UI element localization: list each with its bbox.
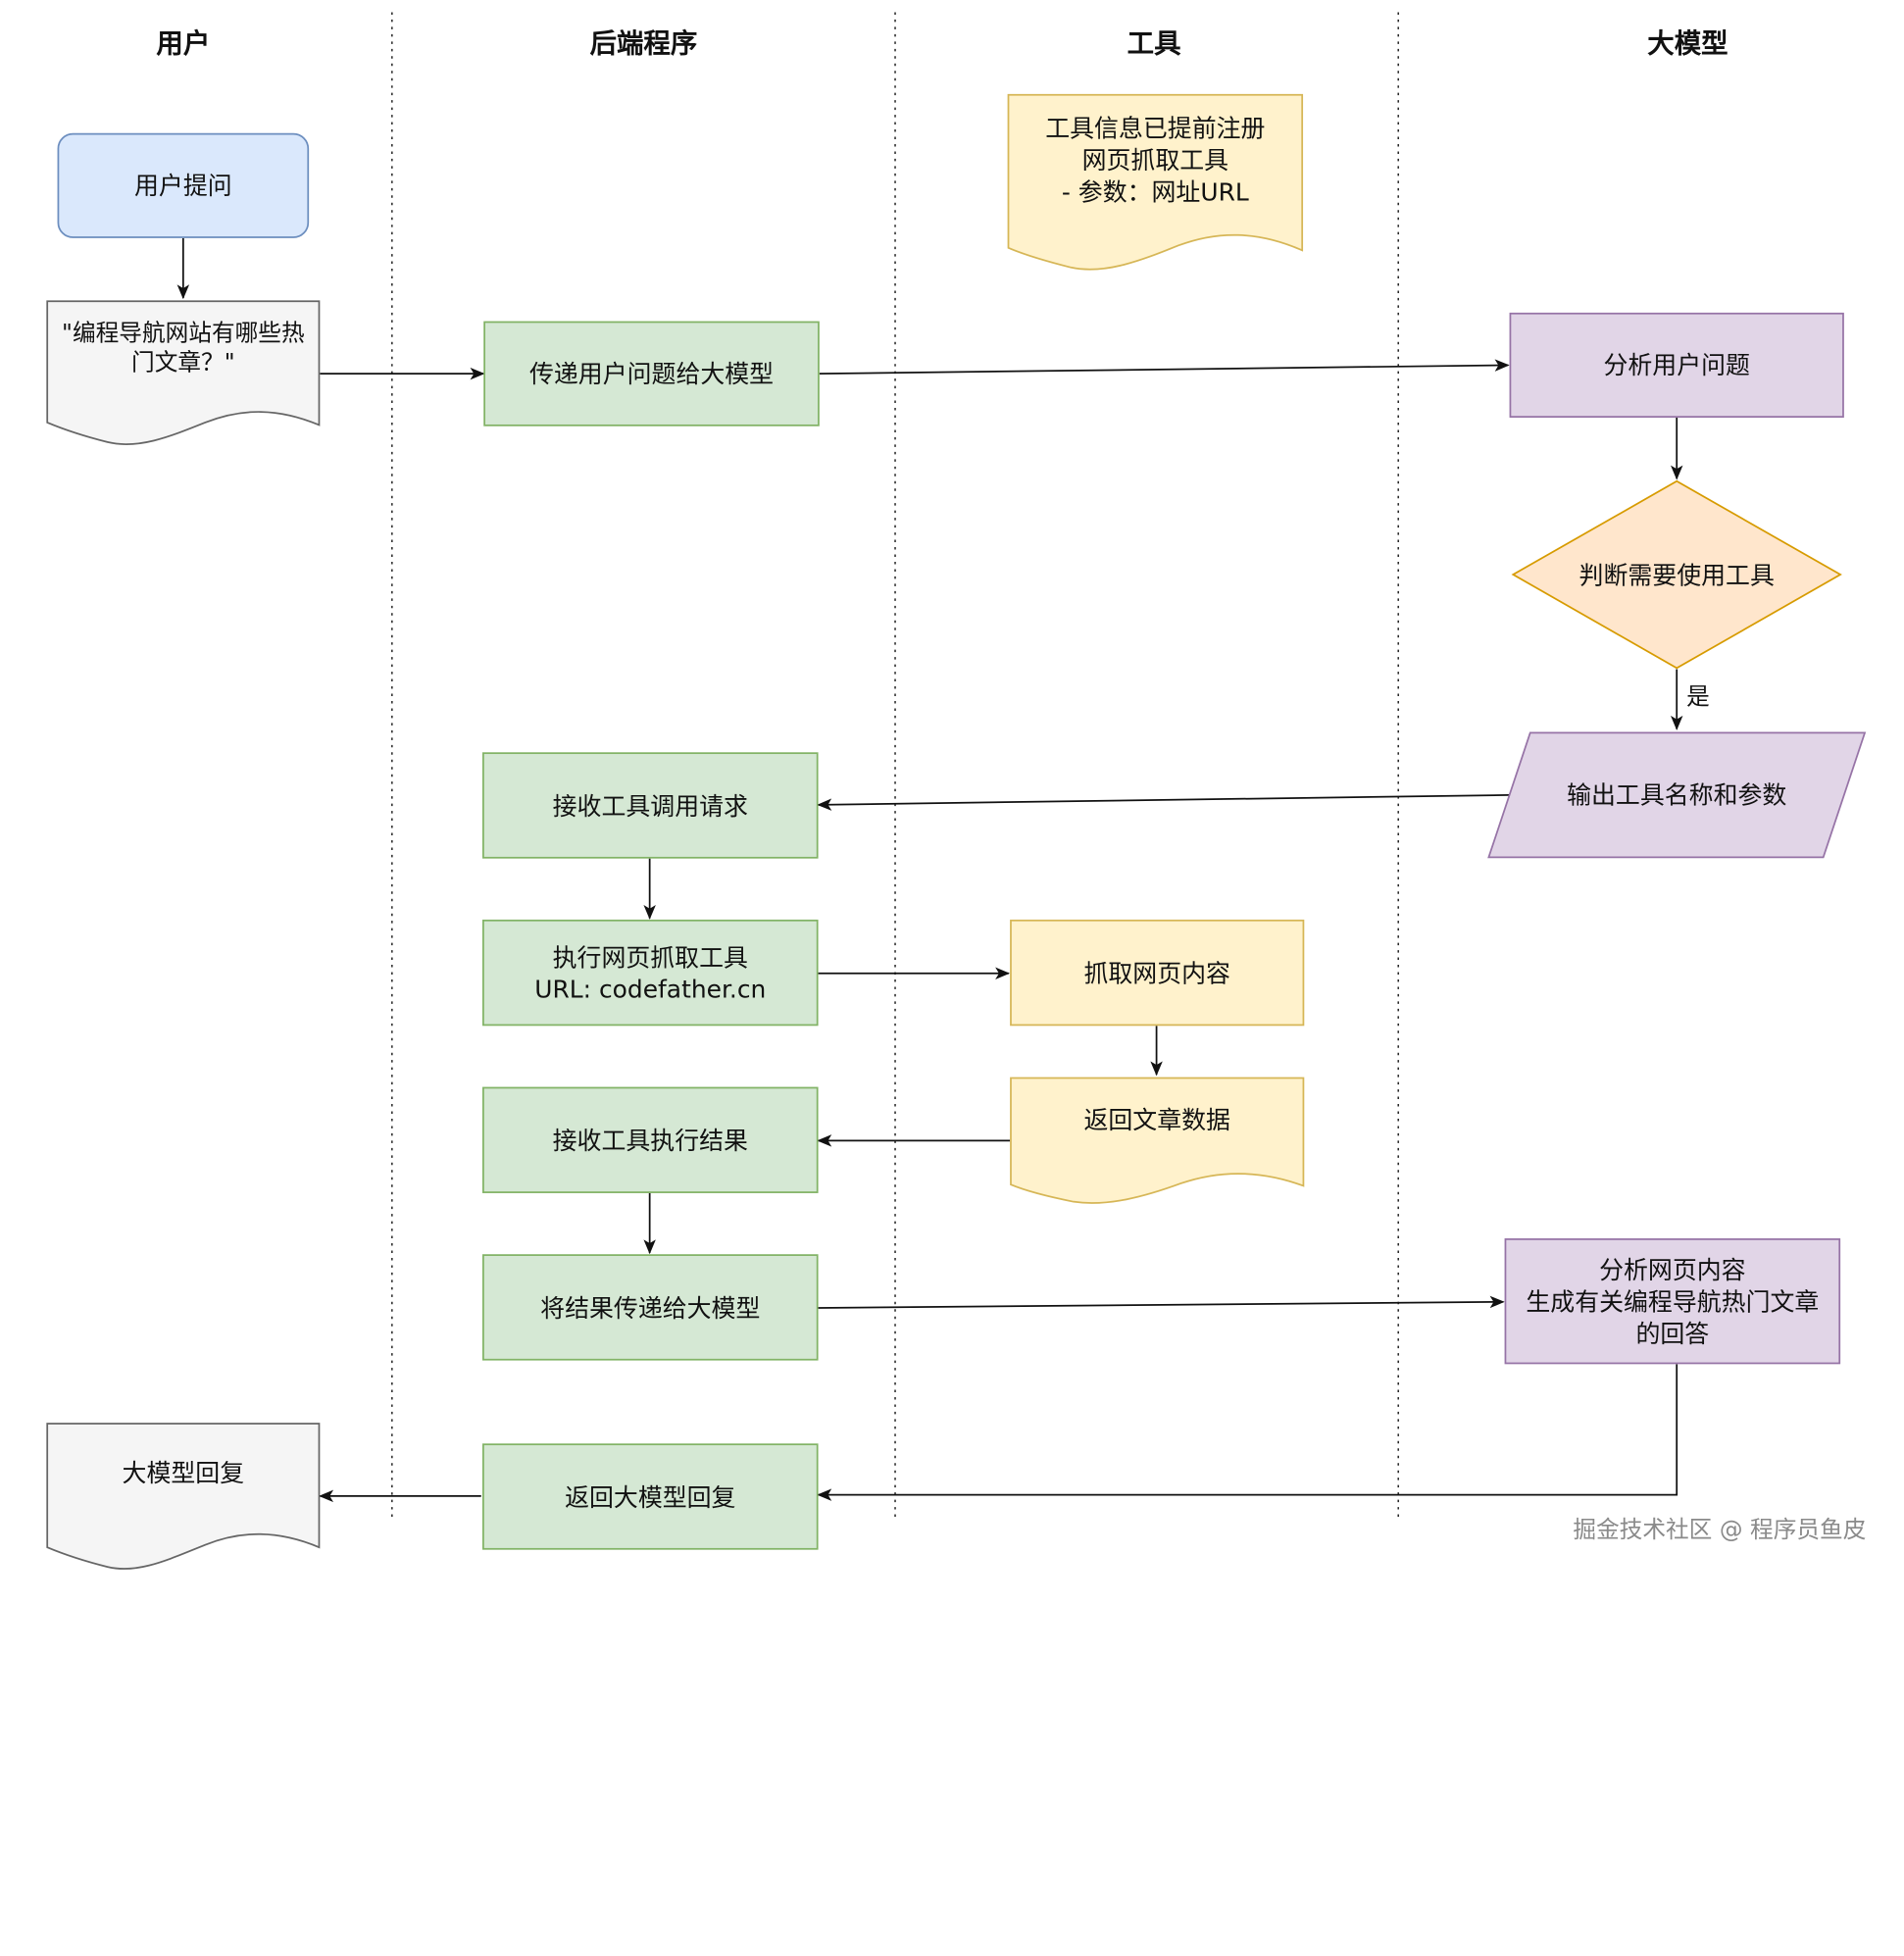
node-llm-output-label: 输出工具名称和参数: [1567, 779, 1787, 810]
node-tool-registered: 工具信息已提前注册 网页抓取工具 - 参数：网址URL: [1007, 93, 1304, 273]
node-llm-decide: 判断需要使用工具: [1511, 479, 1842, 670]
node-user-question-label: "编程导航网站有哪些热 门文章？": [62, 320, 305, 376]
lane-title-backend: 后端程序: [589, 28, 698, 61]
edge-output-to-receive-call: [817, 794, 1510, 811]
edge-pass-to-answer: [818, 1295, 1505, 1309]
node-backend-pass-result-label: 将结果传递给大模型: [540, 1292, 761, 1323]
edge-backend-to-analyze: [819, 359, 1510, 376]
node-user-ask: 用户提问: [57, 132, 310, 238]
lane-title-tool: 工具: [1127, 28, 1181, 61]
node-llm-analyze-label: 分析用户问题: [1603, 350, 1750, 380]
node-backend-receive-result-label: 接收工具执行结果: [552, 1125, 748, 1155]
node-backend-execute: 执行网页抓取工具 URL: codefather.cn: [482, 919, 819, 1027]
edges: [176, 237, 1683, 1503]
lane-title-llm: 大模型: [1647, 28, 1729, 61]
edge-label-yes: 是: [1686, 683, 1710, 711]
node-tool-registered-label: 工具信息已提前注册 网页抓取工具 - 参数：网址URL: [1045, 113, 1266, 207]
node-llm-answer-label: 分析网页内容 生成有关编程导航热门文章 的回答: [1526, 1254, 1820, 1348]
node-user-reply: 大模型回复: [46, 1423, 321, 1570]
node-backend-pass-result: 将结果传递给大模型: [482, 1254, 819, 1361]
node-user-reply-label: 大模型回复: [122, 1458, 245, 1488]
node-backend-receive-call-label: 接收工具调用请求: [552, 790, 748, 821]
node-llm-output: 输出工具名称和参数: [1487, 731, 1867, 859]
node-backend-pass-question: 传递用户问题给大模型: [483, 321, 820, 426]
node-tool-return: 返回文章数据: [1010, 1077, 1305, 1205]
node-llm-decide-label: 判断需要使用工具: [1578, 560, 1775, 590]
watermark: 掘金技术社区 @ 程序员鱼皮: [1573, 1517, 1867, 1544]
edge-answer-to-backend-return: [817, 1364, 1679, 1501]
node-user-ask-label: 用户提问: [134, 171, 232, 201]
node-user-question: "编程导航网站有哪些热 门文章？": [46, 300, 321, 445]
node-tool-return-label: 返回文章数据: [1083, 1105, 1230, 1135]
node-llm-answer: 分析网页内容 生成有关编程导航热门文章 的回答: [1504, 1238, 1841, 1365]
lane-dividers: [391, 12, 1399, 1521]
node-backend-return-label: 返回大模型回复: [565, 1481, 736, 1512]
node-backend-receive-result: 接收工具执行结果: [482, 1086, 819, 1193]
node-llm-analyze: 分析用户问题: [1509, 312, 1844, 418]
node-backend-return: 返回大模型回复: [482, 1443, 819, 1550]
node-backend-pass-question-label: 传递用户问题给大模型: [528, 359, 775, 389]
node-backend-execute-label: 执行网页抓取工具 URL: codefather.cn: [534, 941, 767, 1004]
lane-title-user: 用户: [156, 28, 211, 61]
node-backend-receive-call: 接收工具调用请求: [482, 752, 819, 859]
node-tool-fetch-label: 抓取网页内容: [1083, 958, 1230, 988]
node-tool-fetch: 抓取网页内容: [1010, 919, 1305, 1027]
